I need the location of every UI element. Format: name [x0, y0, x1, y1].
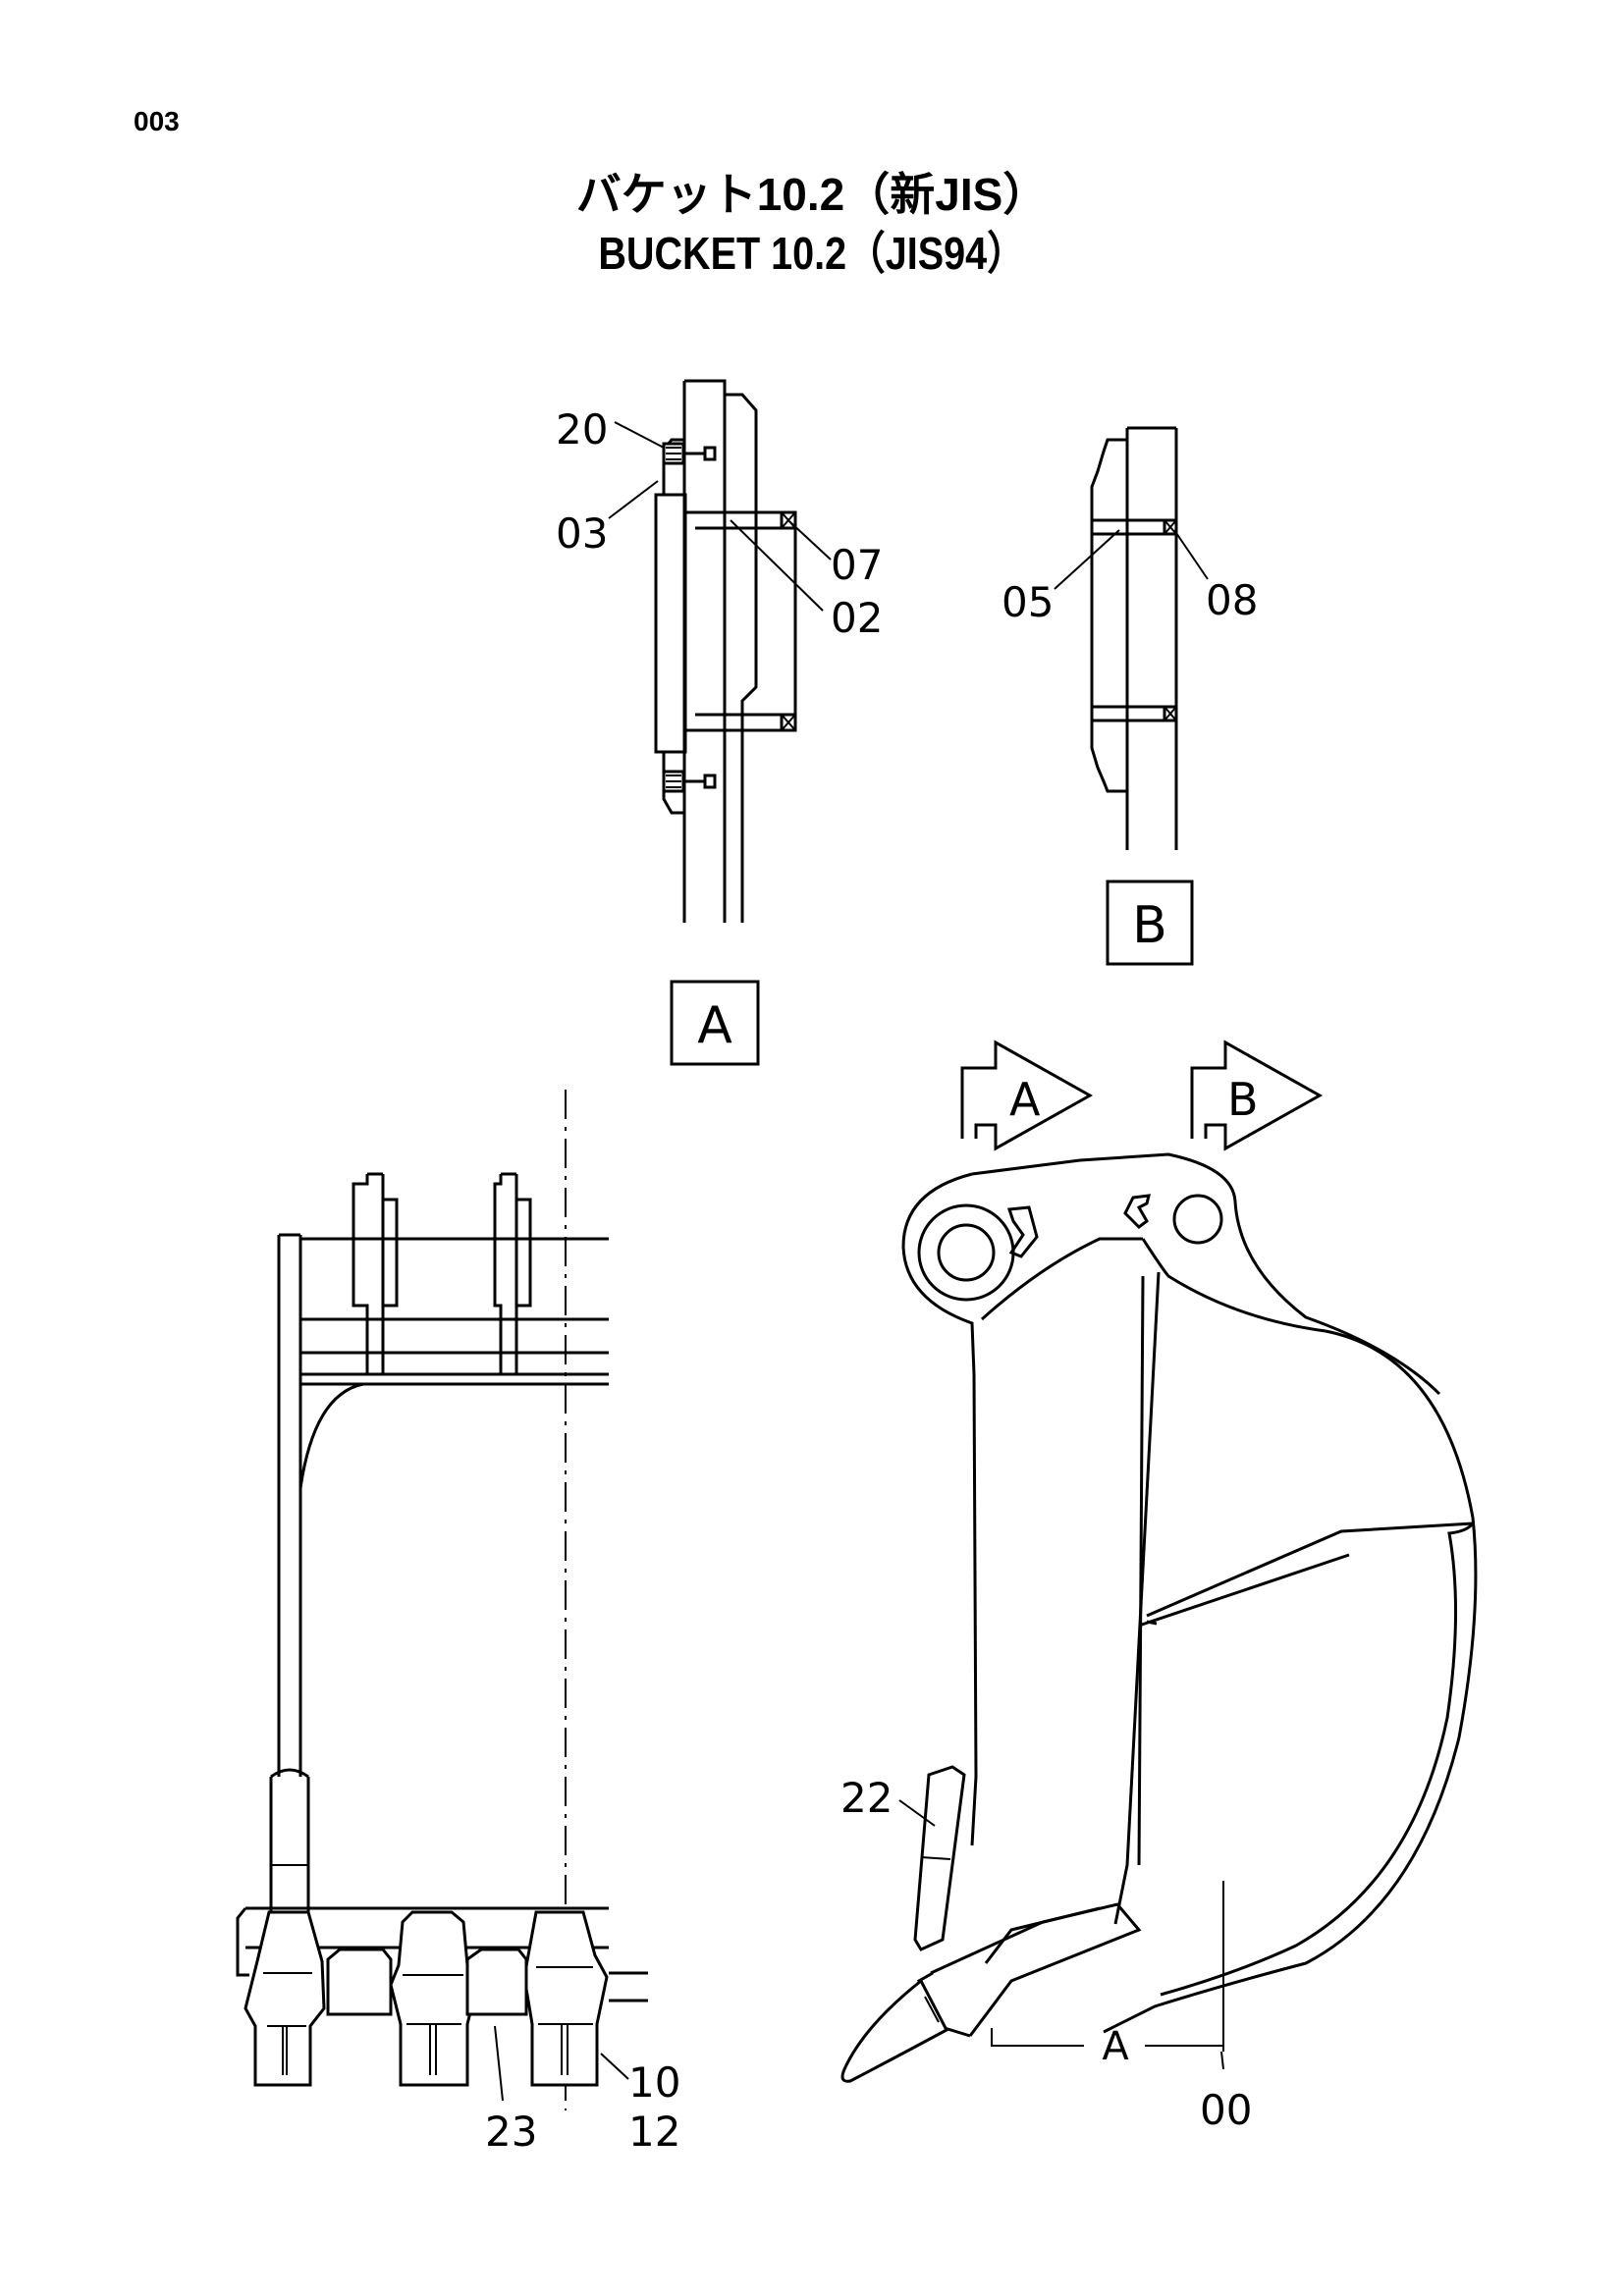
callout-12: 12	[628, 2108, 680, 2156]
view-arrow-b	[1190, 1040, 1324, 1151]
title-english: BUCKET 10.2（JIS94）	[598, 228, 1026, 279]
detail-a-view	[608, 379, 832, 923]
callout-23: 23	[485, 2108, 537, 2156]
detail-a-tag-frame	[670, 980, 760, 1066]
view-arrow-a-label: A	[1009, 1073, 1041, 1126]
callout-10: 10	[628, 2058, 680, 2107]
callout-05: 05	[1001, 578, 1054, 626]
callout-03: 03	[556, 509, 608, 558]
detail-b-tag-frame	[1106, 880, 1194, 966]
callout-07: 07	[831, 541, 883, 589]
page-number: 003	[134, 106, 180, 136]
callout-08: 08	[1206, 576, 1258, 624]
view-arrow-b-label: B	[1227, 1073, 1259, 1126]
side-view	[840, 1152, 1478, 2083]
front-view	[236, 1090, 648, 2110]
dimension-a-label: A	[1102, 2024, 1129, 2069]
view-arrow-a	[960, 1040, 1094, 1151]
detail-b-view	[1054, 426, 1209, 850]
callout-02: 02	[831, 594, 883, 642]
detail-a-tag: A	[697, 996, 732, 1055]
callout-00: 00	[1200, 2086, 1252, 2134]
callout-22: 22	[840, 1774, 893, 1822]
callout-20: 20	[556, 405, 608, 454]
detail-b-tag: B	[1132, 896, 1167, 955]
title-japanese: バケット10.2（新JIS）	[575, 169, 1049, 220]
